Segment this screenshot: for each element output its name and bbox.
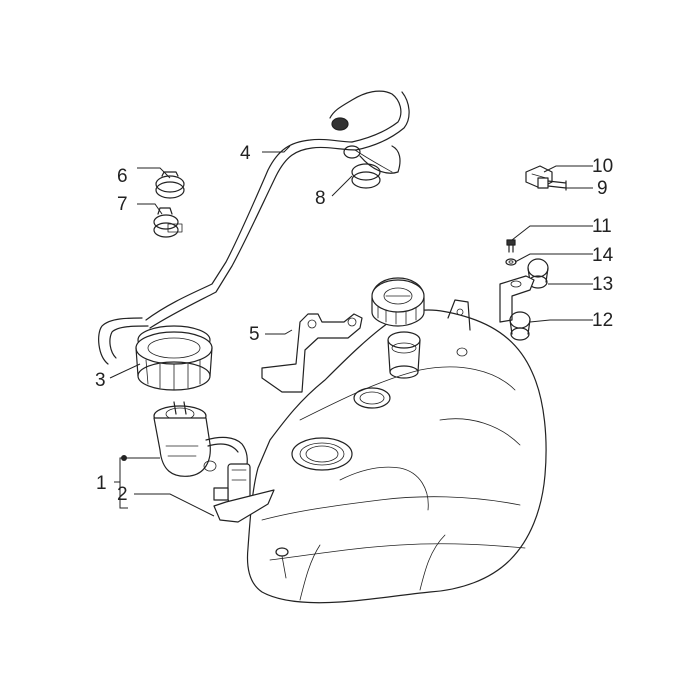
callout-12: 12 [592, 310, 613, 331]
callout-labels: 1 2 3 4 5 6 7 8 9 10 11 12 13 14 [95, 143, 614, 505]
bracket-plate [261, 313, 363, 393]
washer [505, 258, 517, 266]
callout-8: 8 [315, 188, 326, 209]
callout-6: 6 [117, 166, 128, 187]
hose-clamp-small [155, 171, 185, 199]
ring-nut [135, 325, 213, 391]
callout-9: 9 [597, 178, 608, 199]
callout-11: 11 [592, 216, 612, 237]
fuel-pump-assembly [153, 401, 275, 523]
callout-14: 14 [592, 245, 614, 266]
hose-clip [351, 163, 381, 189]
mounting-bracket [499, 275, 535, 341]
fuel-cap [371, 277, 425, 327]
callout-5: 5 [249, 324, 260, 345]
callout-10: 10 [592, 156, 613, 177]
breather-hose [98, 90, 410, 365]
callout-13: 13 [592, 274, 613, 295]
callout-2: 2 [117, 484, 128, 505]
fuel-tank [246, 299, 547, 604]
small-bolt [506, 239, 516, 253]
hose-clamp-spring [153, 207, 183, 238]
callout-1: 1 [96, 473, 107, 494]
callout-4: 4 [240, 143, 251, 164]
callout-3: 3 [95, 370, 106, 391]
callout-7: 7 [117, 194, 128, 215]
leader-lines [109, 145, 593, 517]
